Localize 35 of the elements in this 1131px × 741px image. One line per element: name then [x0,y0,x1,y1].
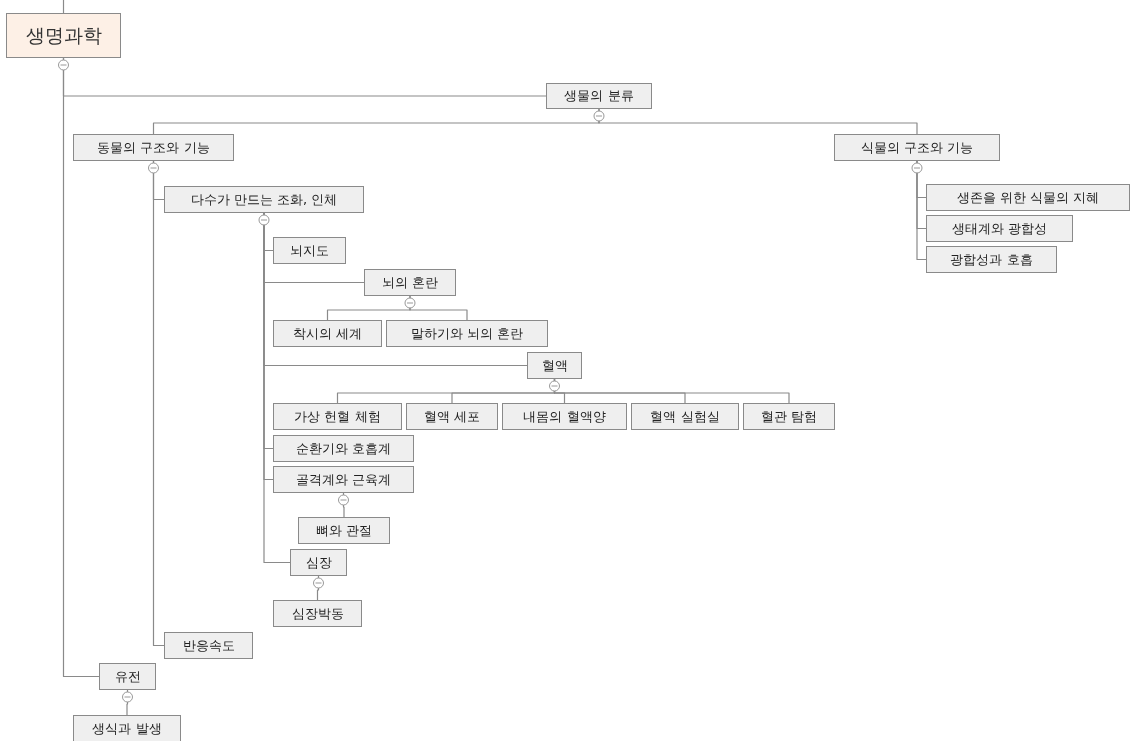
connector-line [409,295,468,321]
topic-box: 뇌지도 [273,237,346,264]
topic-box: 생식과 발생 [73,715,181,741]
topic-box: 동물의 구조와 기능 [73,134,234,161]
connector-line [152,160,165,647]
connector-line [316,575,320,601]
topic-box: 생태계와 광합성 [926,215,1073,242]
topic-box: 말하기와 뇌의 혼란 [386,320,548,347]
topic-box: 혈관 탐험 [743,403,835,430]
topic-box: 가상 헌혈 체험 [273,403,402,430]
topic-box: 생물의 분류 [546,83,652,109]
connector-line [342,492,345,518]
topic-box: 골격계와 근육계 [273,466,414,493]
connector-line [553,378,790,404]
topic-box: 생존을 위한 식물의 지혜 [926,184,1130,211]
root-topic-box: 생명과학 [6,13,121,58]
topic-box: 혈액 실험실 [631,403,739,430]
connector-line [598,108,918,135]
connector-line [916,160,927,261]
topic-box: 혈액 [527,352,582,379]
connector-line [62,57,100,678]
topic-box: 식물의 구조와 기능 [834,134,1000,161]
topic-box: 내몸의 혈액양 [502,403,627,430]
topic-box: 유전 [99,663,156,690]
topic-box: 뼈와 관절 [298,517,390,544]
topic-box: 혈액 세포 [406,403,498,430]
topic-box: 뇌의 혼란 [364,269,456,296]
topic-box: 착시의 세계 [273,320,382,347]
topic-box: 다수가 만드는 조화, 인체 [164,186,364,213]
topic-box: 심장 [290,549,347,576]
connector-line [126,689,129,716]
topic-box: 반응속도 [164,632,253,659]
topic-box: 심장박동 [273,600,362,627]
topic-box: 순환기와 호흡계 [273,435,414,462]
topic-box: 광합성과 호흡 [926,246,1057,273]
